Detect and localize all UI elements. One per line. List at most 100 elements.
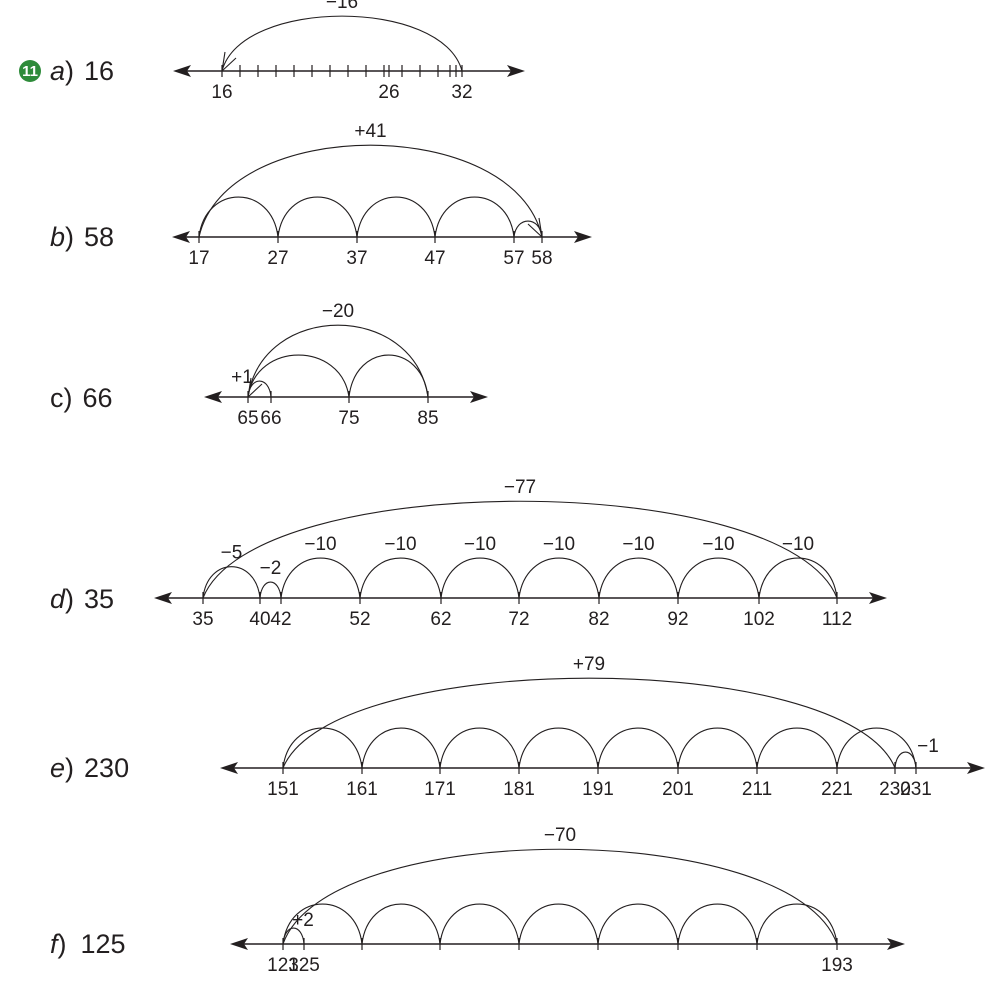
jump-arc: [677, 903, 758, 945]
tick-label: 37: [346, 248, 367, 269]
tick-label: 112: [822, 609, 852, 630]
jump-label: −10: [543, 534, 575, 555]
jump-arc: [259, 581, 282, 599]
jump-arc: [756, 903, 838, 945]
jump-arc: [356, 196, 436, 238]
jump-arc: [894, 751, 917, 769]
jump-arc: [439, 903, 520, 945]
tick-label: 65: [237, 408, 258, 429]
axis-arrow-right: [967, 762, 985, 774]
jump-arc: [518, 727, 599, 769]
problem-letter: f: [50, 929, 60, 959]
tick-label: 102: [743, 609, 775, 630]
total-jump-arc: [282, 677, 896, 769]
jump-arc: [756, 727, 838, 769]
axis-arrow-right: [869, 592, 887, 604]
problem-paren: ): [65, 584, 74, 614]
jump-arc: [247, 354, 350, 398]
jump-arrowhead: [221, 51, 226, 72]
jump-label: −1: [917, 736, 939, 757]
tick-label: 17: [188, 248, 209, 269]
total-jump-label: −77: [504, 477, 536, 498]
problem-paren: ): [58, 929, 67, 959]
axis-arrow-left: [230, 938, 248, 950]
problem-answer: 125: [81, 929, 126, 959]
jump-arrowhead: [527, 223, 543, 238]
axis-arrow-right: [887, 938, 905, 950]
jump-arc: [597, 903, 679, 945]
tick-label: 125: [288, 955, 320, 976]
tick-label: 62: [430, 609, 451, 630]
problem-label: f) 125: [50, 929, 126, 959]
jump-label: −10: [782, 534, 814, 555]
axis-arrow-left: [173, 65, 191, 77]
tick-label: 181: [503, 779, 535, 800]
total-jump-label: −20: [322, 301, 354, 322]
tick-label: 123: [267, 955, 299, 976]
tick-label: 231: [900, 779, 932, 800]
problem-letter: c: [50, 383, 64, 413]
jump-arc: [277, 196, 358, 238]
total-jump-label: −70: [544, 825, 576, 846]
total-jump-label: −16: [326, 0, 358, 13]
tick-label: 42: [270, 609, 291, 630]
tick-label: 57: [503, 248, 524, 269]
jump-arc: [758, 557, 838, 599]
total-jump-arc: [247, 324, 429, 398]
jump-arc: [198, 196, 279, 238]
problem-paren: ): [65, 753, 74, 783]
problem-paren: ): [64, 383, 73, 413]
jump-arc: [348, 354, 429, 398]
jump-arrowhead: [538, 217, 543, 238]
total-jump-arc: [198, 144, 543, 238]
jump-arc: [677, 727, 758, 769]
tick-label: 211: [742, 779, 772, 800]
jump-arrowhead: [221, 57, 237, 72]
total-jump-label: +79: [573, 654, 605, 675]
tick-label: 75: [338, 408, 359, 429]
jump-label: −10: [622, 534, 654, 555]
axis-arrow-left: [172, 231, 190, 243]
jump-arc: [361, 727, 441, 769]
jump-arc: [282, 727, 363, 769]
problem-label: a)16: [50, 56, 114, 86]
total-jump-arc: [202, 500, 838, 599]
jump-arc: [282, 903, 363, 945]
tick-label: 85: [417, 408, 438, 429]
tick-label: 221: [821, 779, 853, 800]
total-jump-label: +41: [354, 121, 386, 142]
tick-label: 26: [378, 82, 399, 103]
tick-label: 161: [346, 779, 378, 800]
jump-arc: [440, 557, 520, 599]
problem-letter: b: [50, 222, 65, 252]
jump-label: −10: [702, 534, 734, 555]
problem-answer: 16: [84, 56, 114, 86]
jump-label: +2: [292, 910, 314, 931]
problem-letter: d: [50, 584, 66, 614]
tick-label: 151: [267, 779, 299, 800]
tick-label: 58: [531, 248, 552, 269]
tick-label: 82: [588, 609, 609, 630]
tick-label: 92: [667, 609, 688, 630]
jump-arc: [836, 727, 917, 769]
exercise-number: 11: [22, 63, 38, 80]
tick-label: 171: [424, 779, 456, 800]
jump-arc: [359, 557, 442, 599]
tick-label: 47: [424, 248, 445, 269]
tick-label: 16: [211, 82, 232, 103]
axis-arrow-right: [574, 231, 592, 243]
problem-letter: e: [50, 753, 65, 783]
jump-arc: [439, 727, 520, 769]
jump-arc: [361, 903, 441, 945]
problem-answer: 58: [84, 222, 114, 252]
